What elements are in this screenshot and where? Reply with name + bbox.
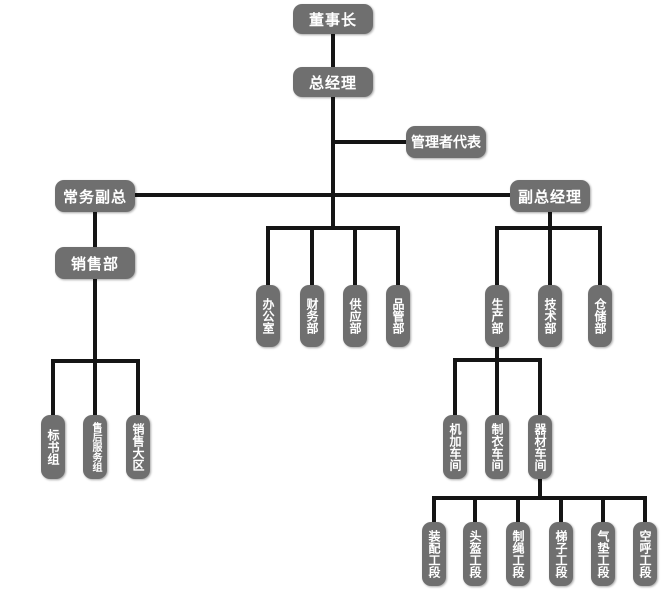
ladder-section-box: 梯子工段 [549,522,573,586]
production-box: 生产部 [485,285,509,347]
machining-workshop-box: 机加车间 [443,415,467,479]
sales-dept-box: 销售部 [55,247,135,279]
breathing-section-box: 空呼工段 [633,522,657,586]
finance-box: 财务部 [300,285,324,347]
helmet-section-box: 头盔工段 [463,522,487,586]
connector-lines [51,28,647,525]
rope-section-box: 制绳工段 [506,522,530,586]
airbag-section-box: 气垫工段 [591,522,615,586]
assembly-section-box: 装配工段 [422,522,446,586]
warehouse-box: 仓储部 [588,285,612,347]
technology-box: 技术部 [538,285,562,347]
after-sales-group-box: 售后服务组 [83,415,107,479]
quality-box: 品管部 [386,285,410,347]
deputy-gm-box: 副总经理 [510,180,590,212]
general-manager-box: 总经理 [293,67,373,97]
management-rep-box: 管理者代表 [406,126,486,158]
clothing-workshop-box: 制衣车间 [485,415,509,479]
supply-box: 供应部 [343,285,367,347]
equipment-workshop-box: 器材车间 [528,415,552,479]
sales-region-box: 销售大区 [126,415,150,479]
office-box: 办公室 [256,285,280,347]
chairman-box: 董事长 [293,4,373,34]
bidding-group-box: 标书组 [41,415,65,479]
deputy-gm-routine-box: 常务副总 [55,180,135,212]
